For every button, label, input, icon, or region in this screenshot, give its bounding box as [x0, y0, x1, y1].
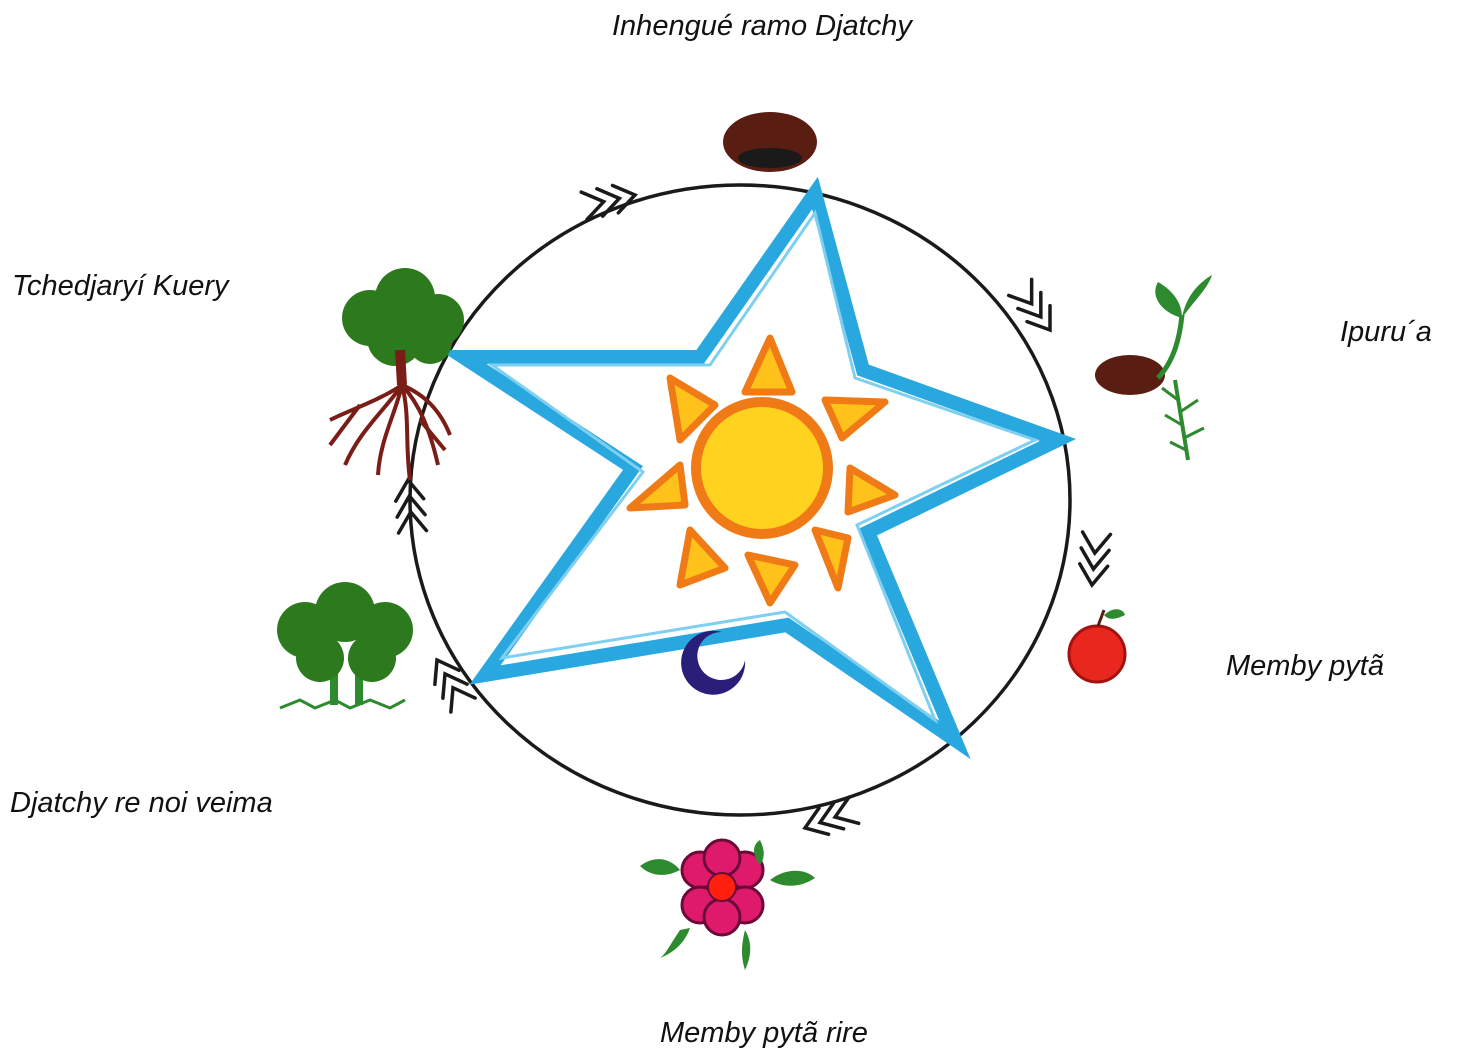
sprout-icon [1095, 275, 1212, 460]
label-left-lower-stage: Djatchy re noi veima [10, 787, 273, 820]
flower-icon [640, 840, 815, 970]
seed-in-soil-icon [723, 112, 817, 172]
label-right-upper-stage: Ipuru´a [1340, 316, 1432, 349]
apple-icon [1069, 609, 1125, 682]
tree-with-roots-icon [330, 268, 464, 480]
arrow-right [1078, 532, 1110, 586]
arrow-top [581, 181, 638, 219]
arrow-lower-left [425, 653, 475, 712]
sun-icon [696, 402, 828, 534]
label-left-upper-stage: Tchedjaryí Kuery [12, 270, 229, 303]
label-right-lower-stage: Memby pytã [1226, 650, 1384, 683]
label-bottom-stage: Memby pytã rire [660, 1017, 868, 1050]
label-top-stage: Inhengué ramo Djatchy [612, 10, 912, 43]
tree-icon [277, 582, 413, 708]
